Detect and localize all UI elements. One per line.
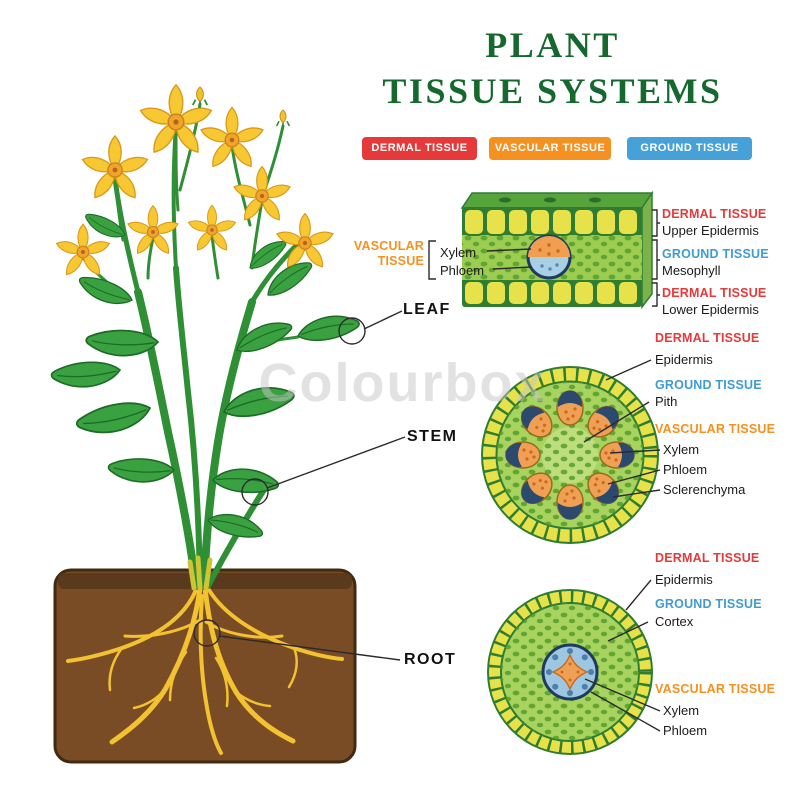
root-vascular-cylinder xyxy=(541,643,599,701)
root-vascular-heading: VASCULAR TISSUE xyxy=(655,682,776,696)
plant-illustration xyxy=(50,84,362,764)
legend-vascular-tissue: VASCULAR TISSUE xyxy=(489,137,611,160)
leaf-vascular-heading: VASCULAR TISSUE xyxy=(330,239,424,269)
root-epidermis-label: Epidermis xyxy=(655,572,713,587)
stem-vascular-heading: VASCULAR TISSUE xyxy=(655,422,776,436)
leader-lines xyxy=(193,209,661,732)
page-title: PLANT TISSUE SYSTEMS xyxy=(355,22,750,114)
leaf-marker-circle xyxy=(338,317,366,345)
leaf-vascular-heading-line2: TISSUE xyxy=(377,254,424,268)
leaf-dermal-lower-heading: DERMAL TISSUE xyxy=(662,286,767,300)
stem-epidermis-label: Epidermis xyxy=(655,352,713,367)
leaf-xylem-label: Xylem xyxy=(440,245,477,260)
leaf-upper-epidermis-bracket xyxy=(652,209,660,237)
leaf-cross-section-diagram xyxy=(460,190,654,310)
leaf-vascular-bracket xyxy=(428,240,436,280)
stem-sclerenchyma-label: Sclerenchyma xyxy=(663,482,746,497)
stem-label: STEM xyxy=(407,428,458,445)
page-title-line1: PLANT xyxy=(485,25,620,65)
stem-ground-heading: GROUND TISSUE xyxy=(655,378,762,392)
root-cross-section-diagram xyxy=(487,589,653,755)
legend-ground-tissue: GROUND TISSUE xyxy=(627,137,752,160)
leaf-dermal-upper-heading: DERMAL TISSUE xyxy=(662,207,767,221)
root-label: ROOT xyxy=(404,651,457,668)
roots xyxy=(66,585,344,755)
leaf-mesophyll-label: Mesophyll xyxy=(662,263,721,278)
root-xylem-label: Xylem xyxy=(663,703,700,718)
leaf-phloem-label: Phloem xyxy=(440,263,485,278)
root-ground-heading: GROUND TISSUE xyxy=(655,597,762,611)
stem-dermal-heading: DERMAL TISSUE xyxy=(655,331,760,345)
root-cortex-label: Cortex xyxy=(655,614,694,629)
stem-marker-circle xyxy=(241,478,269,506)
leaf-upper-epidermis-label: Upper Epidermis xyxy=(662,223,759,238)
stem-xylem-label: Xylem xyxy=(663,442,700,457)
leaf-lower-epidermis-label: Lower Epidermis xyxy=(662,302,759,317)
leaf-lower-epidermis-bracket xyxy=(652,282,660,307)
stem-base-highlight xyxy=(187,555,213,591)
lower-epidermis-cells xyxy=(463,280,639,306)
leaf-vascular-bundle xyxy=(526,234,572,280)
stem-phloem-label: Phloem xyxy=(663,462,708,477)
stem-pith-label: Pith xyxy=(655,394,678,409)
legend-dermal-tissue: DERMAL TISSUE xyxy=(362,137,477,160)
stem-cross-section-diagram xyxy=(481,366,659,544)
root-dermal-heading: DERMAL TISSUE xyxy=(655,551,760,565)
leaf-mesophyll-bracket xyxy=(652,239,660,280)
leaf-label: LEAF xyxy=(403,301,451,318)
page-title-line2: TISSUE SYSTEMS xyxy=(382,71,723,111)
leaf-ground-heading: GROUND TISSUE xyxy=(662,247,769,261)
root-marker-circle xyxy=(193,619,221,647)
root-phloem-label: Phloem xyxy=(663,723,708,738)
upper-epidermis-cells xyxy=(463,208,639,236)
leaf-vascular-heading-line1: VASCULAR xyxy=(353,239,424,253)
watermark: Colourbox xyxy=(258,353,547,413)
